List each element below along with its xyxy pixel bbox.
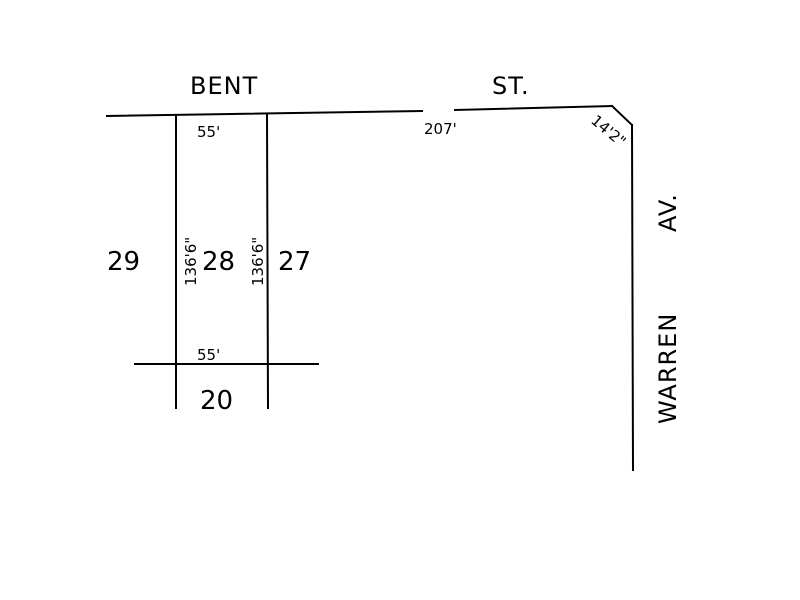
lot-28-front-dimension: 55' — [197, 123, 220, 141]
lot-27-number: 27 — [278, 247, 311, 277]
lot-28-rear-dimension: 55' — [197, 346, 220, 364]
bent-street-line-west — [105, 109, 424, 118]
bent-street-name: BENT — [190, 72, 258, 100]
bent-frontage-dimension: 207' — [424, 120, 457, 138]
lot-28-right-depth-dimension: 136'6" — [249, 237, 267, 286]
warren-avenue-name: WARREN — [654, 313, 682, 424]
warren-avenue-suffix: AV. — [654, 193, 682, 232]
bent-street-suffix: ST. — [492, 72, 530, 100]
corner-cut-line — [610, 104, 634, 127]
lot-20-number: 20 — [200, 386, 233, 416]
lot-28-left-depth-dimension: 136'6" — [182, 237, 200, 286]
lot-28-number: 28 — [202, 247, 235, 277]
warren-avenue-line — [630, 123, 635, 472]
lot-28-east-line — [265, 112, 270, 410]
bent-street-line-east — [453, 104, 614, 112]
lot-29-number: 29 — [107, 247, 140, 277]
